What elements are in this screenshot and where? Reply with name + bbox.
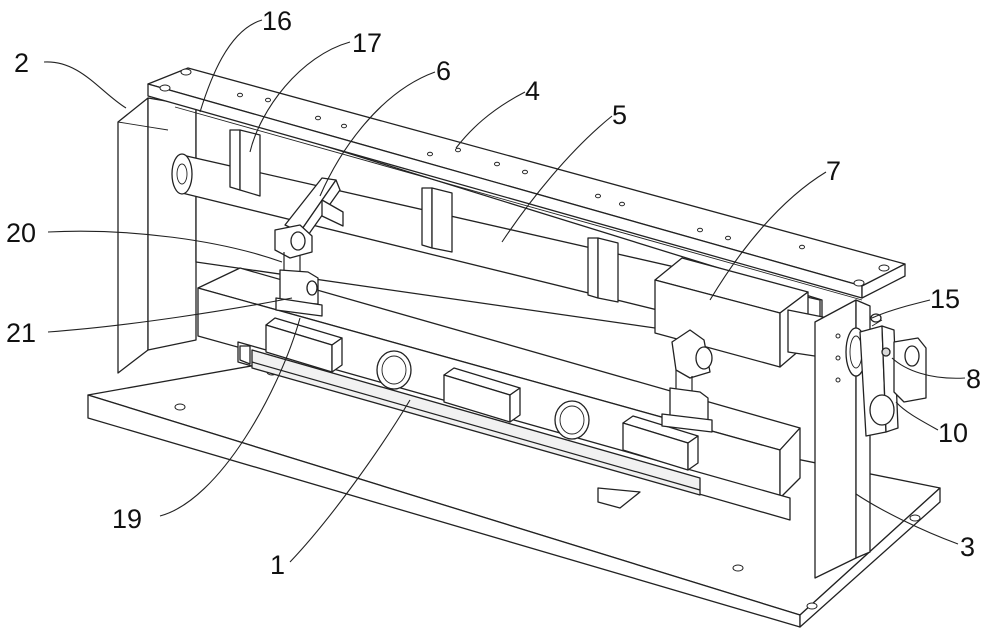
callout-8: 8 [966, 364, 981, 394]
left-clamp-arm [274, 177, 344, 317]
rail-carriage [197, 267, 801, 521]
right-clamp-arm [661, 329, 713, 433]
callout-1: 1 [270, 550, 285, 580]
callout-21: 21 [6, 318, 36, 348]
callout-19: 19 [112, 504, 142, 534]
callout-4: 4 [525, 76, 540, 106]
callout-6: 6 [436, 56, 451, 86]
callout-5: 5 [612, 100, 627, 130]
roller-2 [554, 400, 590, 440]
callout-3: 3 [960, 532, 975, 562]
top-plate-holes [159, 68, 890, 287]
callout-15: 15 [930, 284, 960, 314]
callout-labels: 2 16 17 6 4 5 7 20 21 15 8 10 19 1 3 [6, 6, 981, 580]
base-plate [87, 357, 941, 628]
leader-lines [43, 19, 966, 563]
hanger-brackets [229, 129, 619, 303]
slider-block-2 [443, 367, 521, 423]
slider-block-1 [265, 317, 343, 373]
slider-block-3 [622, 415, 699, 471]
callout-2: 2 [14, 48, 29, 78]
roller-1 [376, 350, 412, 390]
top-plate [147, 67, 906, 301]
callout-17: 17 [352, 28, 382, 58]
callout-10: 10 [938, 418, 968, 448]
callout-16: 16 [262, 6, 292, 36]
callout-7: 7 [826, 156, 841, 186]
callout-20: 20 [6, 218, 36, 248]
